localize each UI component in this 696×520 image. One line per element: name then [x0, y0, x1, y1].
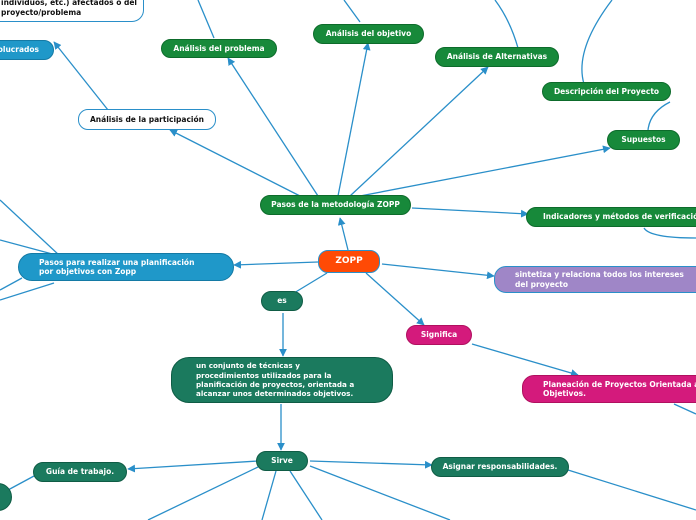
link-left-2 — [0, 239, 57, 256]
guia-trabajo-label: Guía de trabajo. — [45, 467, 115, 477]
link-guia-out — [7, 475, 35, 491]
link-supuestos-descripcion — [647, 101, 671, 131]
involucrados-label: olucrados — [0, 45, 39, 55]
es-label: es — [277, 296, 287, 306]
analisis-participacion-label: Análisis de la participación — [89, 114, 204, 124]
analisis-alternativas-label: Análisis de Alternativas — [446, 52, 548, 62]
planeacion-label: Planeación de Proyectos Orientada a Obje… — [543, 379, 696, 398]
significa-label: Significa — [420, 330, 458, 340]
analisis-participacion-node: Análisis de la participación — [78, 109, 216, 130]
pasos-metodologia-label: Pasos de la metodología ZOPP — [271, 200, 400, 210]
link-left-4 — [0, 282, 55, 301]
link-left-3 — [0, 277, 23, 291]
supuestos-node: Supuestos — [607, 130, 680, 150]
supuestos-label: Supuestos — [621, 135, 666, 145]
link-pasos-problema — [227, 57, 319, 197]
link-asignar-out — [567, 469, 696, 511]
asignar-label: Asignar responsabilidades. — [442, 462, 558, 472]
link-zopp-pasos-realizar — [233, 260, 319, 269]
guia-trabajo-node: Guía de trabajo. — [33, 462, 127, 482]
link-zopp-es — [293, 272, 328, 294]
sirve-label: Sirve — [271, 456, 293, 466]
link-pasos-supuestos — [359, 145, 611, 197]
es-node: es — [261, 291, 303, 311]
pasos-realizar-label: Pasos para realizar una planificación po… — [39, 257, 195, 276]
link-problema-up — [197, 0, 215, 39]
indicadores-label: Indicadores y métodos de verificación — [543, 212, 696, 222]
link-sirve-guia — [127, 460, 259, 473]
sintetiza-node: sintetiza y relaciona todos los interese… — [494, 266, 696, 293]
zopp-central-node: ZOPP — [318, 250, 380, 273]
link-pasos-objetivo — [337, 42, 371, 197]
link-sirve-out-3 — [289, 470, 323, 520]
pasos-realizar-node: Pasos para realizar una planificación po… — [18, 253, 234, 281]
link-sirve-out-4 — [309, 465, 451, 520]
link-participacion-note — [53, 41, 109, 111]
link-left-1 — [0, 199, 61, 257]
pasos-metodologia-node: Pasos de la metodología ZOPP — [260, 195, 411, 215]
conjunto-node: un conjunto de técnicas y procedimientos… — [171, 357, 393, 403]
link-indicadores-out — [643, 227, 696, 239]
analisis-objetivo-label: Análisis del objetivo — [325, 29, 412, 39]
descripcion-proyecto-label: Descripción del Proyecto — [553, 86, 660, 96]
significa-node: Significa — [406, 325, 472, 345]
link-zopp-sintetiza — [381, 263, 495, 280]
top-note-node: individuos, etc.) afectados o del proyec… — [0, 0, 144, 22]
link-objetivo-up — [343, 0, 361, 23]
link-sirve-asignar — [309, 460, 433, 469]
analisis-problema-label: Análisis del problema — [173, 43, 265, 53]
link-zopp-pasos — [337, 217, 349, 251]
analisis-objetivo-node: Análisis del objetivo — [313, 24, 424, 44]
link-zopp-significa — [365, 272, 425, 326]
analisis-alternativas-node: Análisis de Alternativas — [435, 47, 559, 67]
link-alternativas-up — [494, 0, 519, 49]
planeacion-node: Planeación de Proyectos Orientada a Obje… — [522, 375, 696, 403]
link-significa-planeacion — [471, 343, 579, 377]
involucrados-node: olucrados — [0, 40, 54, 60]
sintetiza-label: sintetiza y relaciona todos los interese… — [515, 270, 684, 289]
asignar-node: Asignar responsabilidades. — [431, 457, 569, 477]
link-planeacion-out — [673, 403, 696, 415]
link-pasos-alternativas — [349, 66, 489, 197]
link-pasos-participacion — [169, 129, 301, 197]
indicadores-node: Indicadores y métodos de verificación — [526, 207, 696, 227]
zopp-label: ZOPP — [335, 255, 363, 266]
sirve-node: Sirve — [256, 451, 308, 471]
link-descripcion-up — [581, 0, 613, 85]
top-note-label: individuos, etc.) afectados o del proyec… — [1, 0, 137, 17]
link-sirve-out-2 — [261, 470, 277, 520]
link-pasos-indicadores — [411, 207, 529, 218]
link-sirve-out-1 — [147, 466, 259, 520]
descripcion-proyecto-node: Descripción del Proyecto — [542, 82, 671, 101]
conjunto-label: un conjunto de técnicas y procedimientos… — [196, 361, 355, 399]
analisis-problema-node: Análisis del problema — [161, 39, 277, 58]
